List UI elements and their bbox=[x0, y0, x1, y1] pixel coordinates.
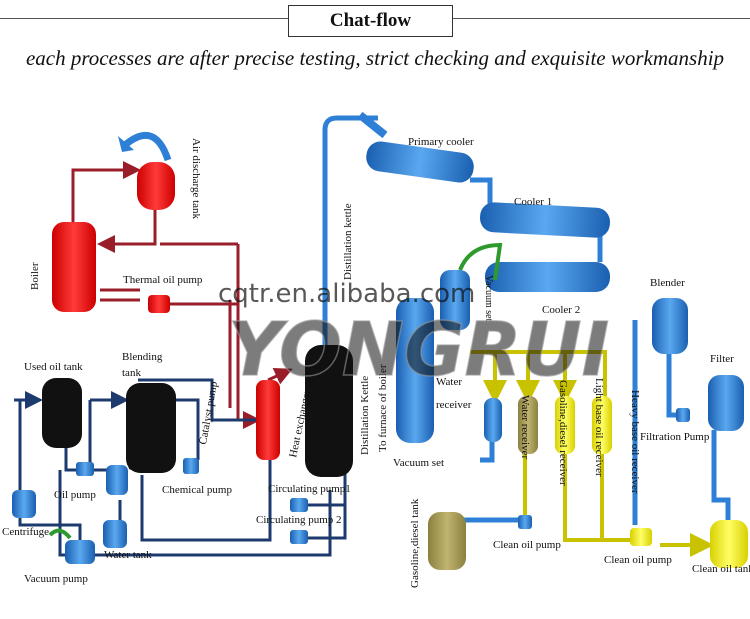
label-gasoline-diesel-tank: Gasoline,diesel tank bbox=[409, 498, 421, 588]
label-vacuum-set-v: Vacuum set bbox=[483, 275, 494, 322]
label-filter: Filter bbox=[710, 353, 734, 365]
circulating-pump-2-unit bbox=[290, 530, 308, 544]
label-distillation-kettle-side: Distillation Kettle bbox=[359, 376, 371, 455]
label-water-receiver-v: Water receiver bbox=[519, 395, 531, 459]
label-blender: Blender bbox=[650, 277, 685, 289]
label-thermal-oil-pump: Thermal oil pump bbox=[123, 274, 203, 286]
header-line-right bbox=[451, 18, 750, 19]
label-vacuum-set: Vacuum set bbox=[393, 457, 444, 469]
gasoline-diesel-tank-vessel bbox=[428, 512, 466, 570]
primary-cooler-unit bbox=[357, 111, 474, 183]
light-base-oil-receiver-vessel bbox=[555, 396, 575, 454]
thermal-oil-pump-unit bbox=[148, 295, 170, 313]
small-cooler-unit bbox=[106, 465, 128, 495]
label-water-receiver-1: Water bbox=[436, 376, 462, 388]
used-oil-tank-vessel bbox=[42, 378, 82, 448]
watermark-brand: YONGRUI bbox=[228, 307, 609, 393]
label-circulating-pump1: Circulating pump1 bbox=[268, 483, 351, 495]
water-receiver-small bbox=[484, 398, 502, 442]
water-tank-unit bbox=[103, 520, 127, 548]
label-heavy-base-oil-receiver: Heavy base oil receiver bbox=[629, 390, 641, 494]
oil-pump-unit bbox=[76, 462, 94, 476]
label-clean-oil-pump-2: Clean oil pump bbox=[604, 554, 672, 566]
distillation-kettle-vessel bbox=[305, 345, 353, 477]
label-catalyst-pump: Catalyst pump bbox=[197, 380, 220, 445]
label-light-base-oil-receiver: Light base oil receiver bbox=[593, 378, 605, 477]
clean-oil-tank-vessel bbox=[710, 520, 748, 568]
label-distillation-kettle-top: Distillation kettle bbox=[342, 203, 354, 280]
blender-vessel bbox=[652, 298, 688, 354]
label-centrifuge: Centrifuge bbox=[2, 526, 49, 538]
label-circulating-pump2: Circulating pump 2 bbox=[256, 514, 342, 526]
heavy-base-oil-receiver-vessel bbox=[592, 396, 612, 454]
page-subtitle: each processes are after precise testing… bbox=[25, 46, 725, 70]
label-water-tank: Water tank bbox=[104, 549, 152, 561]
blending-tank-vessel bbox=[126, 383, 176, 473]
label-chemical-pump: Chemical pump bbox=[162, 484, 232, 496]
label-air-discharge-tank: Air discharge tank bbox=[190, 138, 202, 220]
water-receiver-vessel bbox=[440, 270, 470, 330]
gasoline-diesel-receiver-vessel bbox=[518, 396, 538, 454]
watermark-site: cqtr.en.alibaba.com bbox=[218, 279, 475, 309]
label-filtration-pump: Filtration Pump bbox=[640, 431, 710, 443]
filter-vessel bbox=[708, 375, 744, 431]
label-clean-oil-pump-1: Clean oil pump bbox=[493, 539, 561, 551]
vacuum-pump-unit bbox=[48, 528, 95, 564]
label-primary-cooler: Primary cooler bbox=[408, 136, 474, 148]
label-cooler2: Cooler 2 bbox=[542, 304, 580, 316]
label-water-receiver-2: receiver bbox=[436, 399, 472, 411]
header-line-left bbox=[0, 18, 288, 19]
label-used-oil-tank: Used oil tank bbox=[24, 361, 83, 373]
page-title: Chat-flow bbox=[288, 5, 453, 37]
label-to-furnace: To furnace of boiler bbox=[377, 364, 389, 452]
clean-oil-pump-2-unit bbox=[630, 528, 652, 546]
circulating-pump-1-unit bbox=[290, 498, 308, 512]
label-blending-tank: Blending bbox=[122, 351, 163, 363]
vacuum-set-vessel bbox=[396, 298, 434, 443]
catalyst-pump-unit bbox=[183, 458, 199, 474]
label-cooler-small: Cooler bbox=[128, 461, 158, 473]
boiler-vessel bbox=[52, 222, 96, 312]
feed-pipes bbox=[14, 378, 347, 557]
label-gasoline-diesel-receiver: Gasoline,diesel receiver bbox=[557, 380, 569, 486]
label-oil-pump: Oil pump bbox=[54, 489, 96, 501]
centrifuge-unit bbox=[12, 490, 36, 518]
product-pipes bbox=[470, 350, 714, 557]
label-clean-oil-tank: Clean oil tank bbox=[692, 563, 750, 575]
label-vacuum-pump: Vacuum pump bbox=[24, 573, 88, 585]
cooler-1-unit bbox=[480, 202, 610, 238]
air-discharge-tank bbox=[118, 132, 175, 210]
filtration-pump-unit bbox=[676, 408, 690, 422]
label-boiler: Boiler bbox=[29, 262, 41, 290]
label-cooler1: Cooler 1 bbox=[514, 196, 552, 208]
cooler-2-unit bbox=[458, 242, 610, 292]
clean-oil-pump-1-unit bbox=[518, 515, 532, 529]
heat-exchanger-vessel bbox=[256, 380, 280, 460]
label-blending-tank-2: tank bbox=[122, 367, 141, 379]
